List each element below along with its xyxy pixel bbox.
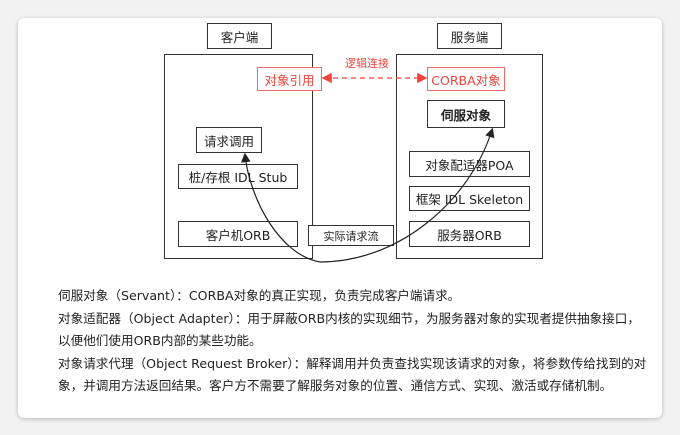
corba-object-box: CORBA对象 (427, 67, 505, 91)
server-orb-box: 服务器ORB (409, 221, 530, 247)
server-title: 服务端 (437, 23, 502, 49)
request-call-box: 请求调用 (196, 127, 262, 153)
client-title: 客户端 (207, 23, 272, 49)
server-container (396, 54, 543, 259)
actual-flow-box: 实际请求流 (308, 225, 394, 246)
orb-description: 对象请求代理（Object Request Broker）：解释调用并负责查找实… (58, 355, 647, 394)
skeleton-box: 框架 IDL Skeleton (409, 186, 530, 211)
client-container (164, 54, 313, 259)
object-reference-box: 对象引用 (257, 67, 322, 91)
object-adapter-description: 对象适配器（Object Adapter）：用于屏蔽ORB内核的实现细节，为服务… (58, 310, 640, 349)
content-card (18, 18, 662, 418)
request-flow-curve (241, 152, 321, 263)
description-text: 伺服对象（Servant）：CORBA对象的真正实现，负责完成客户端请求。 对象… (58, 285, 648, 398)
poa-box: 对象配适器POA (409, 151, 530, 177)
request-flow-curve-2 (319, 127, 495, 263)
servant-description: 伺服对象（Servant）：CORBA对象的真正实现，负责完成客户端请求。 (58, 288, 461, 303)
servant-box: 伺服对象 (427, 100, 505, 128)
stub-box: 桩/存根 IDL Stub (178, 164, 298, 189)
logical-link-label: 逻辑连接 (345, 57, 389, 70)
